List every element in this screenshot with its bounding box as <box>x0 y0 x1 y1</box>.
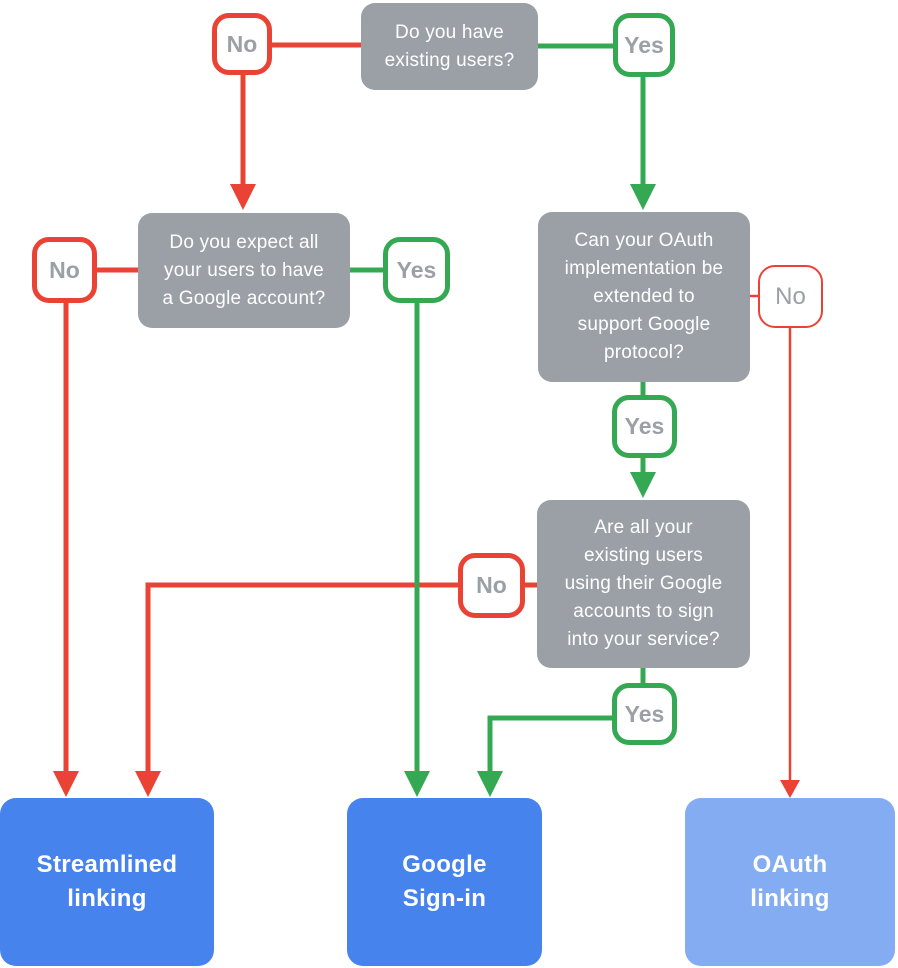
arrowhead-q1-yes <box>630 184 656 210</box>
badge-q1-no: No <box>212 13 272 75</box>
node-line: Streamlined <box>36 851 178 878</box>
badge-q4-yes: Yes <box>612 683 677 745</box>
node-line: implementation be <box>564 258 724 279</box>
node-line: extended to <box>593 286 695 307</box>
node-line: using their Google <box>564 573 723 594</box>
badge-label: No <box>226 30 258 57</box>
node-line: Do you expect all <box>169 231 319 253</box>
node-line: Google <box>402 851 487 878</box>
edge-q4-yes-elbow <box>487 715 612 772</box>
decision-users-google-signin: Are all your existing users using their … <box>537 500 750 668</box>
decision-oauth-extended: Can your OAuth implementation be extende… <box>538 212 750 382</box>
node-line: your users to have <box>164 259 324 281</box>
decision-existing-users: Do you have existing users? <box>361 3 538 90</box>
node-line: Sign-in <box>402 885 487 912</box>
arrowhead-q2-yes <box>404 771 430 797</box>
badge-label: Yes <box>624 31 664 58</box>
node-line: Do you have <box>395 21 504 43</box>
badge-label: No <box>49 256 80 283</box>
arrowhead-q4-yes <box>477 771 503 797</box>
badge-label: No <box>476 572 507 598</box>
badge-label: Yes <box>624 413 665 439</box>
badge-label: Yes <box>624 700 665 727</box>
badge-q3-yes: Yes <box>612 395 677 458</box>
node-line: linking <box>750 885 830 912</box>
badge-q1-yes: Yes <box>613 13 675 77</box>
edge-q4-no-elbow <box>145 582 458 772</box>
node-line: Are all your <box>594 517 693 538</box>
arrowhead-q3-no <box>780 780 800 798</box>
arrowhead-q1-no <box>230 184 256 210</box>
outcome-google-signin: Google Sign-in <box>347 798 542 966</box>
arrowhead-q3-yes <box>630 472 656 498</box>
badge-q2-yes: Yes <box>383 237 450 303</box>
badge-label: Yes <box>396 256 437 283</box>
badge-q2-no: No <box>32 237 97 303</box>
node-line: accounts to sign <box>573 601 714 622</box>
node-line: support Google <box>577 314 711 335</box>
outcome-streamlined-linking: Streamlined linking <box>0 798 214 966</box>
decision-google-account: Do you expect all your users to have a G… <box>138 213 350 328</box>
node-line: linking <box>67 885 147 912</box>
node-line: Can your OAuth <box>574 230 714 251</box>
node-line: existing users <box>584 545 703 566</box>
node-line: a Google account? <box>162 287 326 309</box>
outcome-oauth-linking: OAuth linking <box>685 798 895 966</box>
node-line: existing users? <box>384 49 515 71</box>
arrowhead-q4-no <box>135 771 161 797</box>
badge-q3-no: No <box>758 265 823 328</box>
arrowhead-q2-no <box>53 771 79 797</box>
node-line: OAuth <box>752 851 828 878</box>
node-line: into your service? <box>567 629 720 650</box>
node-line: protocol? <box>604 342 684 363</box>
badge-label: No <box>775 282 806 310</box>
badge-q4-no: No <box>458 553 525 618</box>
